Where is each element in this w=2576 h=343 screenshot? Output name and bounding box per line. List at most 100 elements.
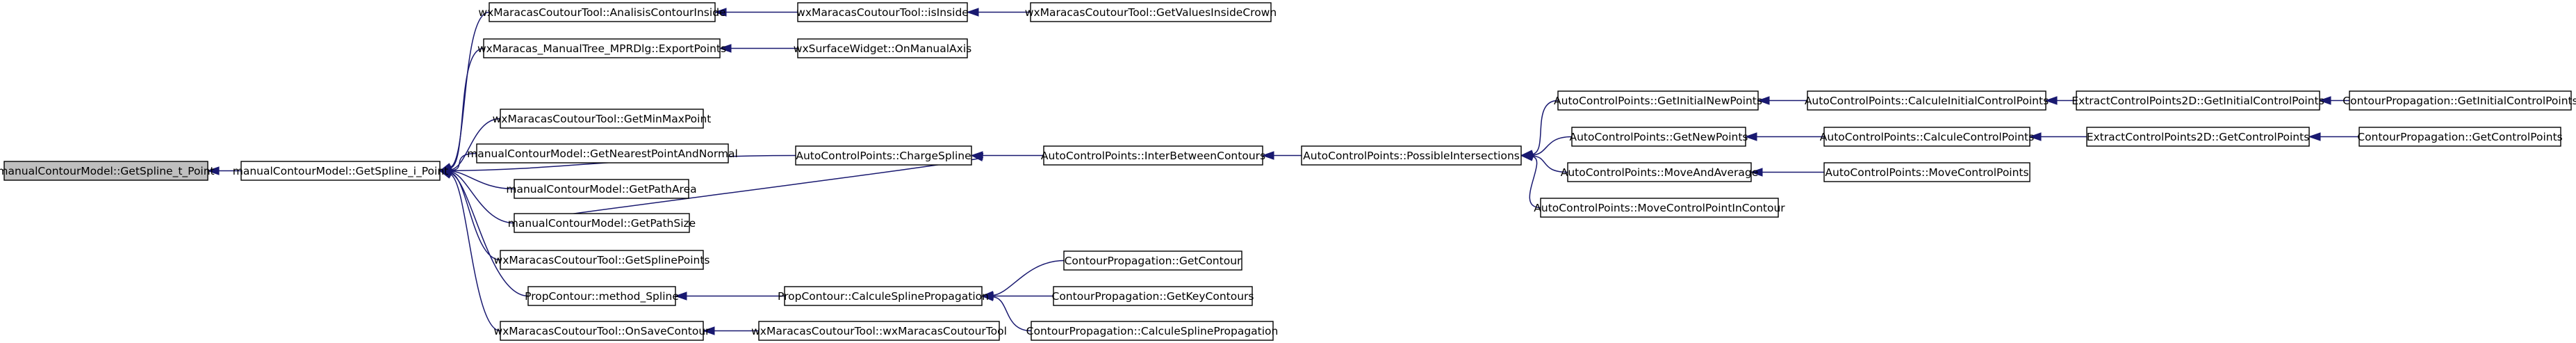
node-label: AutoControlPoints::ChargeSpline <box>796 150 971 162</box>
node-box <box>527 286 676 306</box>
graph-node[interactable]: wxMaracasCoutourTool::OnSaveContour <box>493 321 710 341</box>
node-label: wxMaracasCoutourTool::AnalisisContourIns… <box>478 6 725 19</box>
node-box <box>797 2 968 22</box>
node-box <box>1043 145 1263 166</box>
graph-node[interactable]: AutoControlPoints::MoveAndAverage <box>1561 162 1759 182</box>
node-label: AutoControlPoints::PossibleIntersections <box>1303 150 1520 162</box>
arrowhead <box>1750 168 1763 177</box>
node-box <box>2086 127 2310 147</box>
graph-node[interactable]: manualContourModel::GetPathArea <box>506 179 697 199</box>
node-label: ContourPropagation::GetKeyContours <box>1052 290 1254 303</box>
node-box <box>1031 321 1274 341</box>
node-label: AutoControlPoints::CalculeInitialControl… <box>1805 95 2049 107</box>
call-edge <box>981 292 1032 332</box>
call-edge <box>438 170 501 332</box>
call-edge <box>1520 99 1559 159</box>
arrowhead <box>970 151 983 160</box>
call-edge <box>674 292 785 301</box>
graph-node[interactable]: AutoControlPoints::MoveControlPoints <box>1823 162 2031 182</box>
edge-line <box>992 296 1032 332</box>
graph-node[interactable]: ContourPropagation::GetKeyContours <box>1052 286 1254 306</box>
node-box <box>1571 127 1746 147</box>
graph-node[interactable]: AutoControlPoints::CalculeInitialControl… <box>1805 90 2049 111</box>
graph-node[interactable]: PropContour::CalculeSplinePropagation <box>778 286 989 306</box>
node-label: ContourPropagation::GetContour <box>1065 255 1242 267</box>
call-edge <box>206 166 241 175</box>
node-box <box>1301 145 1522 166</box>
node-label: ContourPropagation::CalculeSplinePropaga… <box>1026 325 1279 337</box>
graph-node[interactable]: ContourPropagation::GetControlPoints <box>2357 127 2563 147</box>
graph-node[interactable]: AutoControlPoints::MoveControlPointInCon… <box>1534 198 1785 218</box>
graph-node[interactable]: AutoControlPoints::GetNewPoints <box>1569 127 1748 147</box>
call-edge <box>966 8 1031 17</box>
graph-node[interactable]: ContourPropagation::GetContour <box>1063 250 1242 271</box>
graph-node[interactable]: wxMaracasCoutourTool::wxMaracasCoutourTo… <box>751 321 1007 341</box>
graph-node[interactable]: PropContour::method_Spline <box>525 286 679 306</box>
graph-node[interactable]: manualContourModel::GetNearestPointAndNo… <box>467 143 738 163</box>
node-box <box>240 161 441 181</box>
graph-node[interactable]: manualContourModel::GetPathSize <box>508 213 696 233</box>
graph-node[interactable]: ExtractControlPoints2D::GetInitialContro… <box>2072 90 2324 111</box>
node-label: wxMaracasCoutourTool::GetSplinePoints <box>494 254 710 266</box>
edge-line <box>450 170 515 190</box>
node-label: manualContourModel::GetPathSize <box>508 217 696 230</box>
node-box <box>1823 162 2031 182</box>
edge-line <box>1532 136 1573 156</box>
node-label: manualContourModel::GetPathArea <box>506 183 696 196</box>
call-edge <box>1261 151 1302 160</box>
call-edge <box>2308 132 2359 141</box>
call-edge <box>2044 96 2076 105</box>
edge-line <box>450 118 501 170</box>
node-label: PropContour::CalculeSplinePropagation <box>778 290 989 303</box>
call-edge <box>714 8 798 17</box>
graph-node[interactable]: ContourPropagation::CalculeSplinePropaga… <box>1026 321 1279 341</box>
graph-node[interactable]: AutoControlPoints::GetInitialNewPoints <box>1554 90 1762 111</box>
node-label: manualContourModel::GetNearestPointAndNo… <box>467 147 738 160</box>
node-label: wxMaracasCoutourTool::GetValuesInsideCro… <box>1025 6 1277 19</box>
node-label: ExtractControlPoints2D::GetInitialContro… <box>2072 95 2324 107</box>
arrowhead <box>206 166 220 175</box>
graph-node[interactable]: wxMaracas_ManualTree_MPRDlg::ExportPoint… <box>477 38 726 58</box>
graph-node[interactable]: wxSurfaceWidget::OnManualAxis <box>794 38 971 58</box>
graph-node[interactable]: wxMaracasCoutourTool::AnalisisContourIns… <box>478 2 726 22</box>
graph-node[interactable]: wxMaracasCoutourTool::isInside <box>796 2 969 22</box>
graph-node[interactable]: ExtractControlPoints2D::GetControlPoints <box>2086 127 2310 147</box>
edge-line <box>450 11 490 168</box>
graph-node[interactable]: AutoControlPoints::CalculeControlPoints <box>1820 127 2034 147</box>
call-edge <box>2318 96 2349 105</box>
node-label: AutoControlPoints::CalculeControlPoints <box>1820 131 2034 143</box>
arrowhead <box>719 44 732 53</box>
node-label: wxMaracas_ManualTree_MPRDlg::ExportPoint… <box>477 42 726 56</box>
node-box <box>1807 90 2046 111</box>
node-box <box>476 143 729 163</box>
node-label: AutoControlPoints::MoveControlPointInCon… <box>1534 202 1785 214</box>
arrowhead <box>2318 96 2331 105</box>
node-label: manualContourModel::GetSpline_t_Point <box>0 165 215 178</box>
node-box <box>2358 127 2561 147</box>
node-label: AutoControlPoints::InterBetweenContours <box>1041 150 1265 162</box>
node-box <box>514 213 690 233</box>
node-label: manualContourModel::GetSpline_i_Point <box>233 165 448 178</box>
graph-node[interactable]: wxMaracasCoutourTool::GetMinMaxPoint <box>493 109 712 129</box>
node-box <box>1053 286 1253 306</box>
edge-line <box>450 171 515 224</box>
graph-node[interactable]: AutoControlPoints::InterBetweenContours <box>1041 145 1265 166</box>
arrowhead <box>981 292 994 301</box>
graph-node[interactable]: wxMaracasCoutourTool::GetValuesInsideCro… <box>1025 2 1277 22</box>
arrowhead <box>1757 96 1770 105</box>
arrowhead <box>674 292 687 301</box>
graph-node[interactable]: AutoControlPoints::PossibleIntersections <box>1301 145 1522 166</box>
node-box <box>1030 2 1272 22</box>
graph-node[interactable]: manualContourModel::GetSpline_i_Point <box>233 161 448 181</box>
edge-line <box>450 174 501 332</box>
edge-line <box>1529 156 1541 209</box>
graph-node[interactable]: ContourPropagation::GetInitialControlPoi… <box>2343 90 2576 111</box>
node-box <box>1567 162 1752 182</box>
graph-node[interactable]: wxMaracasCoutourTool::GetSplinePoints <box>494 250 710 270</box>
graph-node[interactable]: AutoControlPoints::ChargeSpline <box>795 145 972 166</box>
node-label: AutoControlPoints::GetInitialNewPoints <box>1554 95 1762 107</box>
graph-node[interactable]: manualContourModel::GetSpline_t_Point <box>0 161 215 181</box>
arrowhead <box>702 326 715 335</box>
